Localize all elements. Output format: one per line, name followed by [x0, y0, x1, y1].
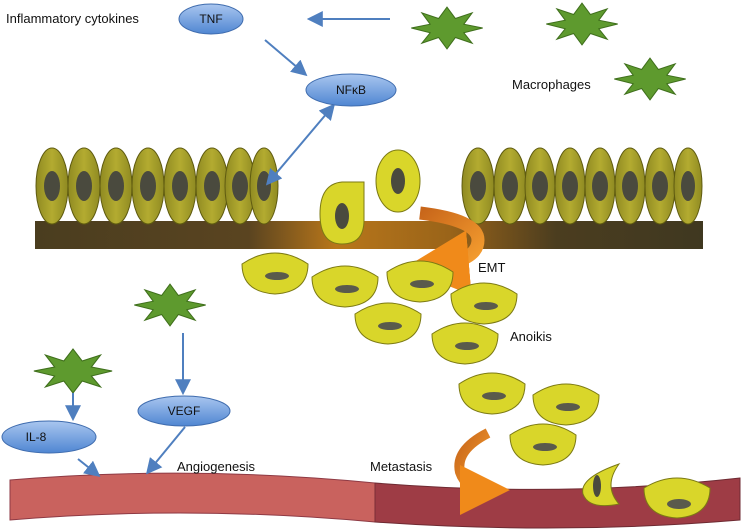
- tnf-label: TNF: [199, 12, 222, 26]
- metastasis-label: Metastasis: [370, 459, 433, 474]
- macrophages-label: Macrophages: [512, 77, 591, 92]
- nfkb-node: NFκB: [305, 73, 397, 107]
- detaching-cell-1: [319, 181, 365, 245]
- tnf-node: TNF: [178, 3, 244, 35]
- blood-vessel: [9, 472, 741, 529]
- basement-membrane: [35, 221, 703, 249]
- epithelial-cells-right: [461, 147, 703, 225]
- signal-arrows: [65, 11, 390, 477]
- inflammatory-cytokines-label: Inflammatory cytokines: [6, 11, 139, 26]
- angiogenesis-label: Angiogenesis: [177, 459, 256, 474]
- intravasating-cell-1: [582, 462, 621, 507]
- metastasis-arrow: [454, 428, 510, 515]
- anoikis-cells: [241, 252, 600, 466]
- intravasating-cell-2: [643, 477, 711, 519]
- vegf-label: VEGF: [168, 404, 201, 418]
- vegf-node: VEGF: [137, 395, 231, 427]
- anoikis-label: Anoikis: [510, 329, 552, 344]
- detaching-cell-2: [375, 149, 421, 213]
- il8-node: IL-8: [1, 420, 97, 454]
- emt-label: EMT: [478, 260, 506, 275]
- il8-label: IL-8: [26, 430, 47, 444]
- epithelial-cells-left: [35, 147, 279, 225]
- emt-arrow: [404, 206, 485, 296]
- nfkb-label: NFκB: [336, 83, 366, 97]
